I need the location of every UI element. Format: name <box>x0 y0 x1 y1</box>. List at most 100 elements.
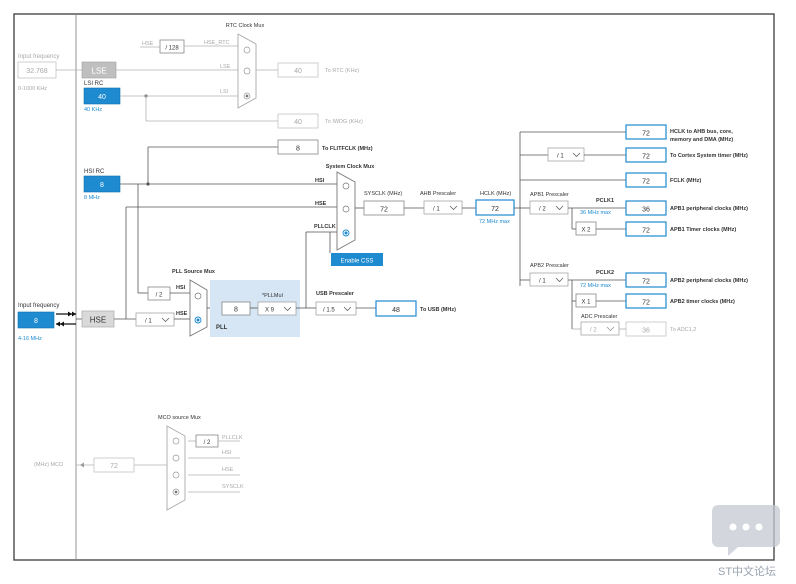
apb1-peripheral-output-label: APB1 peripheral clocks (MHz) <box>670 206 748 212</box>
hclk-label: HCLK (MHz) <box>480 191 511 197</box>
pll-multiplier-value: X 9 <box>265 308 275 314</box>
apb1-timer-multiplier-value: X 2 <box>581 228 591 234</box>
cortex-timer-output-box[interactable] <box>625 147 667 163</box>
hclk-box[interactable] <box>475 199 515 216</box>
ahb-prescaler-select[interactable] <box>423 200 463 215</box>
pclk2-label: PCLK2 <box>596 270 614 276</box>
hse-pll-divider-value: / 1 <box>145 319 152 325</box>
usb-prescaler-select[interactable] <box>315 301 357 316</box>
cortex-divider-select[interactable] <box>547 147 585 162</box>
system-clock-mux-title: System Clock Mux <box>326 164 376 170</box>
chevron-down-icon <box>572 152 581 158</box>
pclk1-label: PCLK1 <box>596 198 614 204</box>
ahb-prescaler-label: AHB Prescaler <box>420 191 456 197</box>
flitf-output-box[interactable] <box>277 139 319 155</box>
adc-output-value: 36 <box>642 328 650 335</box>
pll-multiplier-select[interactable] <box>257 301 297 316</box>
output-apb1-peripheral: 36 APB1 peripheral clocks (MHz) <box>625 200 748 216</box>
pllsrc-hsi-label: HSI <box>176 285 186 291</box>
hsi-rc-value: 8 <box>100 182 104 189</box>
hse-frequency-range: 4-16 MHz <box>18 336 42 342</box>
rtc-output-label: To RTC (KHz) <box>325 68 359 74</box>
cortex-timer-output-label: To Cortex System timer (MHz) <box>670 153 748 159</box>
hse-frequency-input[interactable] <box>17 311 55 329</box>
apb2-timer-output-label: APB2 timer clocks (MHz) <box>670 299 735 305</box>
hse-frequency-value: 8 <box>34 318 38 325</box>
apb1-peripheral-output-value: 36 <box>642 207 650 214</box>
mco-sysclk-label: SYSCLK <box>222 484 244 490</box>
pll-input-box[interactable] <box>221 301 251 316</box>
apb1-timer-output-label: APB1 Timer clocks (MHz) <box>670 227 736 233</box>
apb1-prescaler-select[interactable] <box>529 200 569 215</box>
hclk-ahb-output-box[interactable] <box>625 124 667 140</box>
usb-output-value: 48 <box>392 307 400 314</box>
apb1-timer-output-value: 72 <box>642 228 650 235</box>
apb2-timer-output-box[interactable] <box>625 293 667 309</box>
lsi-rc-title: LSI RC <box>84 81 104 87</box>
hse-pll-divider-select[interactable] <box>135 312 175 327</box>
lsi-rc-unit: 40 KHz <box>84 107 102 113</box>
output-cortex-timer: 72 To Cortex System timer (MHz) <box>625 147 748 163</box>
mco-pll-divider-value: / 2 <box>204 440 211 446</box>
apb2-peripheral-output-box[interactable] <box>625 272 667 288</box>
chevron-down-icon <box>555 277 564 283</box>
cortex-divider-value: / 1 <box>557 154 564 160</box>
fclk-output-value: 72 <box>642 179 650 186</box>
pll-mul-label: *PLLMul <box>262 293 283 299</box>
hclk-ahb-output-value: 72 <box>642 131 650 138</box>
apb1-peripheral-output-box[interactable] <box>625 200 667 216</box>
output-hclk-ahb: 72 HCLK to AHB bus, core, memory and DMA… <box>625 124 733 143</box>
apb2-timer-multiplier[interactable] <box>575 293 597 308</box>
apb1-timer-output-box[interactable] <box>625 221 667 237</box>
output-apb2-peripheral: 72 APB2 peripheral clocks (MHz) <box>625 272 748 288</box>
output-adc: 36 To ADC1,2 <box>625 321 696 337</box>
apb1-timer-multiplier[interactable] <box>575 221 597 236</box>
lse-frequency-range: 0-1000 KHz <box>18 86 47 92</box>
usb-prescaler-value: / 1.5 <box>323 308 335 314</box>
pll-label: PLL <box>216 325 228 331</box>
rtc-hse-divider[interactable] <box>159 39 185 54</box>
rtc-output-box[interactable] <box>277 62 319 78</box>
pllsrc-hse-label: HSE <box>176 311 188 317</box>
hsi-pll-divider[interactable] <box>147 286 171 301</box>
enable-css-button[interactable] <box>331 253 383 266</box>
pll-source-mux[interactable] <box>189 279 208 337</box>
usb-output-box[interactable] <box>375 300 417 317</box>
lse-frequency-value: 32.768 <box>26 68 48 75</box>
hclk-ahb-output-label2: memory and DMA (MHz) <box>670 137 733 143</box>
hclk-max-label: 72 MHz max <box>479 219 510 225</box>
chevron-down-icon <box>161 317 170 323</box>
sysclk-value: 72 <box>380 207 388 214</box>
output-fclk: 72 FCLK (MHz) <box>625 172 701 188</box>
pll-input-value: 8 <box>234 307 238 314</box>
adc-output-label: To ADC1,2 <box>670 327 696 333</box>
adc-prescaler-select[interactable] <box>580 321 620 336</box>
forum-logo <box>712 505 780 556</box>
mco-output-label: (MHz) MCO <box>34 462 64 468</box>
rtc-hse-divider-value: / 128 <box>165 46 179 52</box>
apb2-prescaler-select[interactable] <box>529 272 569 287</box>
usb-output-label: To USB (MHz) <box>420 307 456 313</box>
sysmux-pllclk-label: PLLCLK <box>314 224 336 230</box>
iwdg-output-box[interactable] <box>277 113 319 129</box>
rtc-lsi-in-label: LSI <box>220 89 229 95</box>
mco-hse-label: HSE <box>222 467 234 473</box>
lsi-rc-value: 40 <box>98 94 106 101</box>
apb2-peripheral-output-label: APB2 peripheral clocks (MHz) <box>670 278 748 284</box>
output-apb1-timer: 72 APB1 Timer clocks (MHz) <box>625 221 736 237</box>
fclk-output-label: FCLK (MHz) <box>670 178 701 184</box>
hse-input-frequency-label: Input frequency <box>18 303 59 309</box>
apb2-max-label: 72 MHz max <box>580 283 611 289</box>
mco-source-mux[interactable] <box>166 425 186 511</box>
adc-prescaler-value: / 2 <box>590 328 597 334</box>
hclk-value: 72 <box>491 206 499 213</box>
fclk-output-box[interactable] <box>625 172 667 188</box>
mco-output-box[interactable] <box>93 457 135 473</box>
apb2-timer-multiplier-value: X 1 <box>581 300 591 306</box>
chevron-down-icon <box>343 306 352 312</box>
rtc-lse-in-label: LSE <box>220 64 231 70</box>
adc-output-box[interactable] <box>625 321 667 337</box>
chevron-down-icon <box>283 306 292 312</box>
apb1-prescaler-label: APB1 Prescaler <box>530 192 569 198</box>
mco-hsi-label: HSI <box>222 450 232 456</box>
